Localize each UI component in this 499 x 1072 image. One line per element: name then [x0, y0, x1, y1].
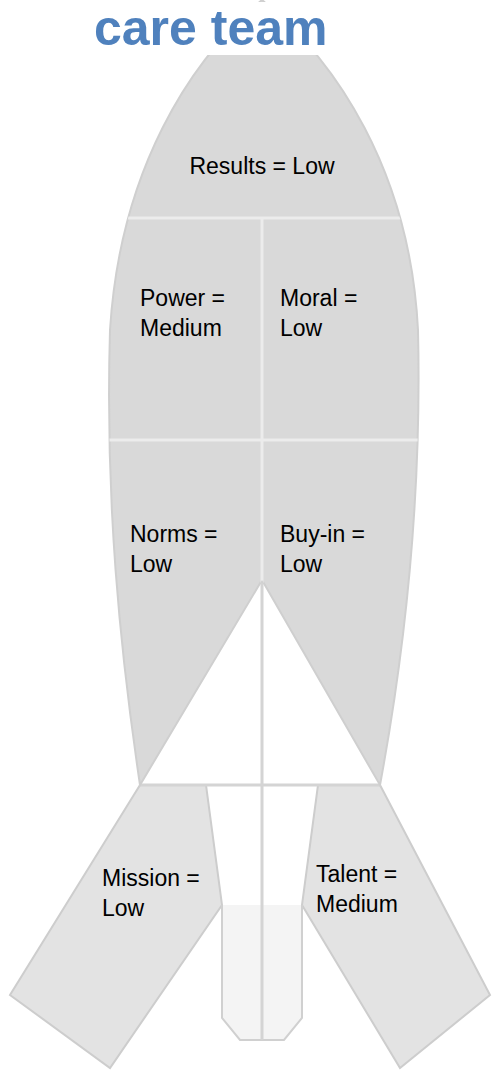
- rocket-section: Mission = Low: [100, 862, 204, 926]
- center-divider: [261, 580, 264, 1040]
- section-divider: [0, 217, 499, 220]
- section-label: Moral = Low: [280, 284, 388, 344]
- section-label: Results = Low: [139, 152, 385, 182]
- section-label: Talent = Medium: [316, 860, 420, 920]
- rocket-section: Moral = Low: [278, 282, 390, 346]
- title-text: care team: [88, 2, 334, 55]
- body-dividers: [0, 218, 499, 600]
- fin-divider: [140, 784, 380, 787]
- rocket-section: Results = Low: [137, 150, 387, 184]
- left-fin: [10, 785, 222, 1068]
- section-label: Norms = Low: [130, 520, 218, 580]
- section-divider: [261, 218, 264, 600]
- rocket-section: Power = Medium: [138, 282, 250, 346]
- section-label: Buy-in = Low: [280, 520, 388, 580]
- section-label: Power = Medium: [140, 284, 248, 344]
- section-label: Mission = Low: [102, 864, 202, 924]
- rocket-body: [109, 0, 419, 785]
- section-divider: [0, 439, 499, 442]
- rocket-section: Talent = Medium: [314, 858, 422, 922]
- rocket-section: Norms = Low: [128, 518, 220, 582]
- right-fin: [302, 785, 490, 1068]
- rocket-section: Buy-in = Low: [278, 518, 390, 582]
